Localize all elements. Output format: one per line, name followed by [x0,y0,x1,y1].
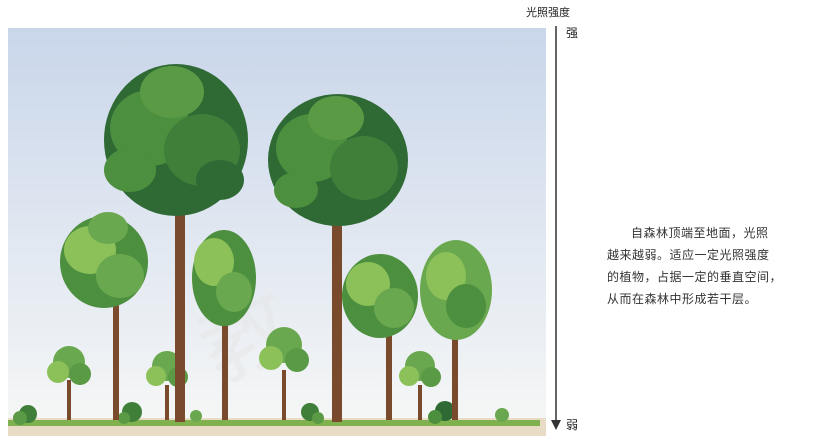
grass-strip [8,420,540,426]
caption-line-4: 从而在森林中形成若干层。 [607,292,758,306]
small-tree-right [399,351,441,420]
tall-tree-left [104,64,248,422]
caption-text: 自森林顶端至地面，光照 越来越弱。适应一定光照强度 的植物，占据一定的垂直空间，… [607,222,839,310]
caption-line-2: 越来越弱。适应一定光照强度 [607,248,770,262]
medium-tree-left [60,212,148,420]
small-tree-center [259,327,309,420]
shrub-layer [13,401,509,425]
small-tree-left [47,346,91,420]
caption-line-1: 自森林顶端至地面，光照 [631,226,769,240]
medium-tree-right-a [342,254,418,420]
axis-title: 光照强度 [526,6,570,19]
axis-bottom-label: 弱 [566,418,579,432]
tall-tree-right [268,94,408,422]
medium-tree-right-b [420,240,492,420]
axis-arrowhead-icon [551,420,561,430]
axis-top-label: 强 [566,26,579,40]
caption-line-3: 的植物，占据一定的垂直空间， [607,270,783,284]
medium-tree-center [192,230,256,420]
